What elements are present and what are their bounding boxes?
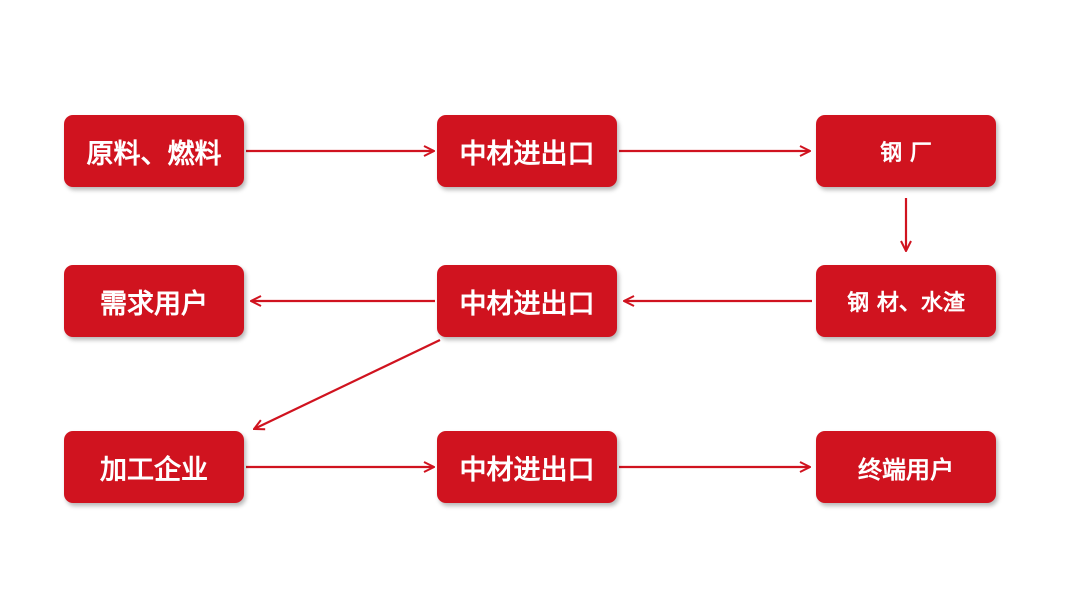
node-steel-and-slag: 钢 材、水渣 [816,265,996,337]
node-label: 中材进出口 [459,138,595,170]
node-cnbm-import-export-2: 中材进出口 [437,265,617,337]
node-label: 需求用户 [100,288,208,320]
arrow-mid2-to-processing [254,339,441,429]
node-demand-users: 需求用户 [64,265,244,337]
node-label: 钢 材、水渣 [847,291,965,316]
node-label: 中材进出口 [459,454,595,486]
node-label: 钢 厂 [880,141,932,166]
node-processing-companies: 加工企业 [64,431,244,503]
node-end-users: 终端用户 [816,431,996,503]
node-steel-plant: 钢 厂 [816,115,996,187]
node-label: 原料、燃料 [86,138,222,170]
node-cnbm-import-export-1: 中材进出口 [437,115,617,187]
node-cnbm-import-export-3: 中材进出口 [437,431,617,503]
node-label: 加工企业 [100,454,208,486]
node-label: 中材进出口 [459,288,595,320]
node-label: 终端用户 [858,455,954,484]
node-raw-materials: 原料、燃料 [64,115,244,187]
